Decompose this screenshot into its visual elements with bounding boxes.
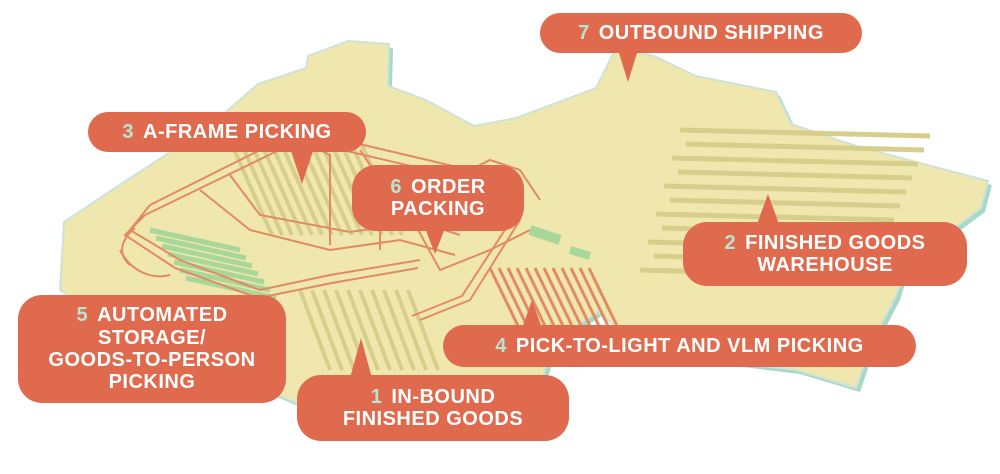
- rack-row: [370, 289, 404, 371]
- storage-rack: [167, 251, 259, 277]
- rack-row: [280, 144, 324, 236]
- callout-pointer-a-frame: [290, 148, 314, 184]
- rack-row: [298, 289, 332, 371]
- rack-row: [240, 144, 284, 236]
- storage-rack: [161, 243, 253, 269]
- rack-row: [551, 267, 585, 331]
- rack-row: [382, 289, 416, 371]
- rack-row: [560, 267, 594, 331]
- rack-row: [488, 267, 522, 331]
- inbound-racks: [298, 289, 440, 371]
- storage-rack: [149, 227, 241, 253]
- rack-row: [663, 183, 907, 195]
- rack-row: [669, 197, 901, 209]
- callout-pointer-order-packing: [425, 228, 445, 254]
- rack-row: [685, 141, 925, 153]
- rack-row: [394, 289, 428, 371]
- callout-pointer-inbound: [350, 338, 372, 378]
- rack-row: [569, 267, 603, 331]
- rack-row: [524, 267, 558, 331]
- rack-row: [533, 267, 567, 331]
- rack-row: [358, 289, 392, 371]
- rack-row: [679, 127, 931, 139]
- rack-row: [578, 267, 612, 331]
- storage-rack: [173, 259, 265, 285]
- rack-row: [671, 155, 919, 167]
- rack-row: [406, 289, 440, 371]
- rack-row: [270, 144, 314, 236]
- a-frame-racks: [230, 144, 404, 236]
- rack-row: [542, 267, 576, 331]
- rack-row: [587, 267, 621, 331]
- storage-rack: [155, 235, 247, 261]
- rack-row: [260, 144, 304, 236]
- rack-row: [322, 289, 356, 371]
- rack-row: [677, 169, 913, 181]
- storage-rack: [528, 225, 562, 245]
- storage-rack: [179, 267, 271, 293]
- rack-row: [346, 289, 380, 371]
- callout-pointer-outbound: [618, 50, 638, 82]
- storage-rack: [568, 246, 592, 260]
- rack-row: [310, 289, 344, 371]
- callout-pointer-warehouse: [757, 194, 779, 224]
- rack-row: [310, 144, 354, 236]
